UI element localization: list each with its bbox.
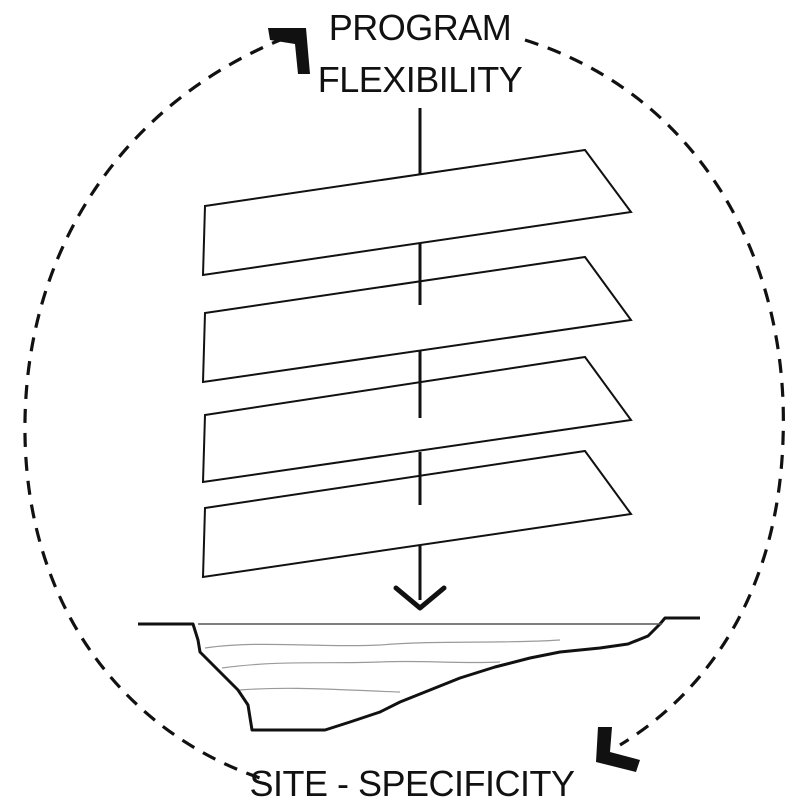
top-label-line1: PROGRAM xyxy=(329,7,512,48)
right-dashed-arc xyxy=(524,38,785,747)
arrow-head-icon xyxy=(268,28,310,74)
top-label-line2: FLEXIBILITY xyxy=(318,59,523,100)
cycle-arcs xyxy=(23,36,785,780)
strata-line xyxy=(239,687,401,693)
strata-line xyxy=(221,660,501,669)
ground-line xyxy=(138,616,700,732)
plane-3 xyxy=(201,355,633,484)
plane-1 xyxy=(201,148,633,277)
plane-2 xyxy=(201,255,633,384)
left-dashed-arc xyxy=(23,36,286,780)
site-section xyxy=(138,616,700,732)
chevron-down-icon xyxy=(393,585,447,611)
plane-4 xyxy=(201,449,633,579)
stacked-planes xyxy=(201,148,633,579)
arrow-head-icon xyxy=(596,727,640,772)
bottom-label: SITE - SPECIFICITY xyxy=(249,763,575,803)
strata-line xyxy=(204,639,561,649)
